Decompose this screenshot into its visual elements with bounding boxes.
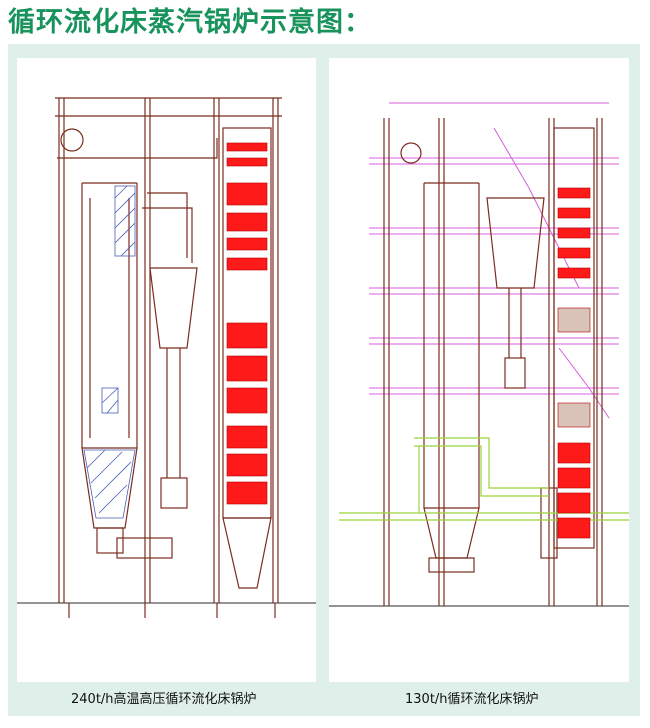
caption-240t: 240t/h高温高压循环流化床锅炉: [71, 692, 257, 707]
page-title: 循环流化床蒸汽锅炉示意图：: [8, 7, 372, 38]
boiler-130t-drawing: [329, 102, 629, 607]
caption-130t: 130t/h循环流化床锅炉: [405, 692, 539, 707]
boiler-240t-drawing: [17, 97, 316, 618]
diagram-panel-240t: [17, 58, 316, 682]
diagram-panel-130t: [329, 58, 629, 682]
